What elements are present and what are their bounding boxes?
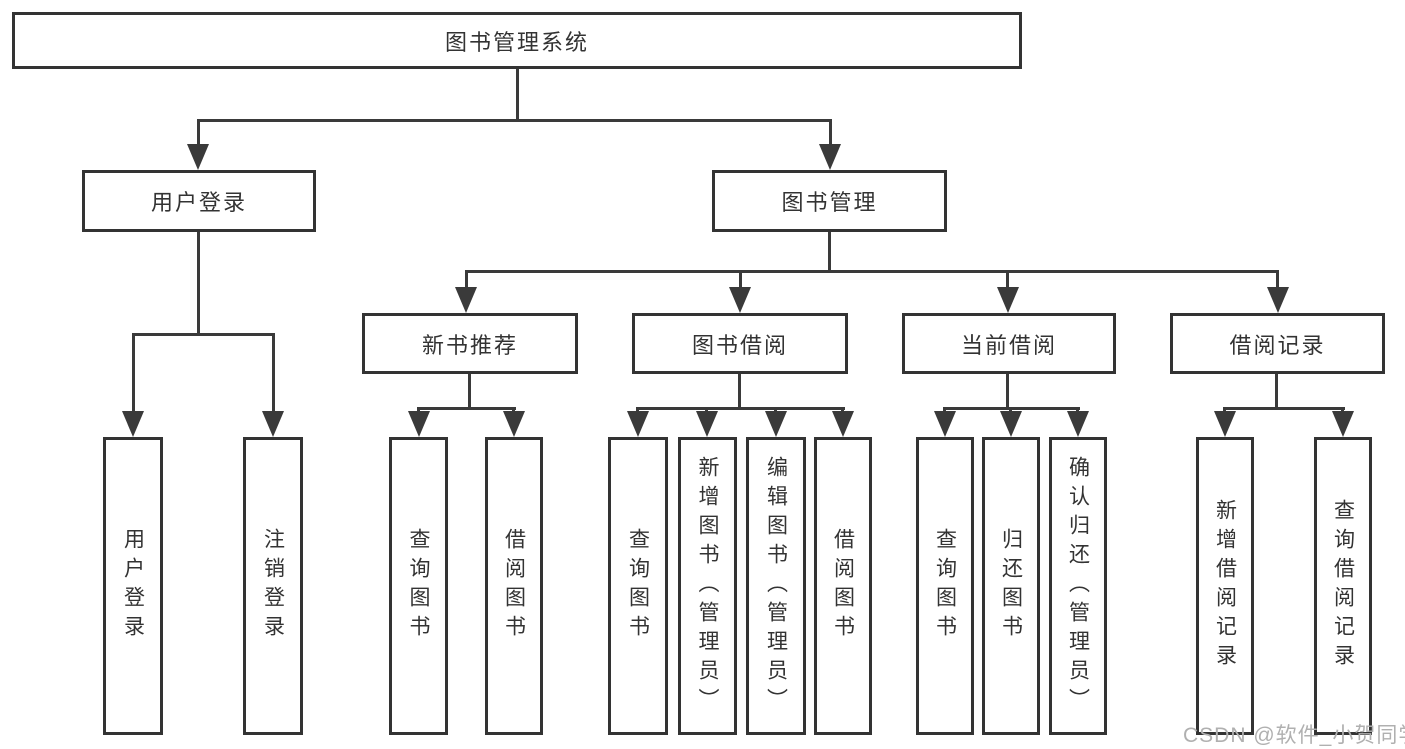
leaf-query-books-current-label: 查询图书 bbox=[933, 528, 957, 644]
leaf-query-books-borrow-label: 查询图书 bbox=[626, 528, 650, 644]
arrow-down-icon bbox=[1067, 411, 1089, 437]
arrow-down-icon bbox=[262, 411, 284, 437]
leaf-query-books-recommend-label: 查询图书 bbox=[407, 528, 430, 644]
arrow-down-icon bbox=[1267, 287, 1289, 313]
node-user-login-label: 用户登录 bbox=[150, 190, 247, 215]
leaf-confirm-return-admin-label: 确认归还（管理员） bbox=[1066, 455, 1090, 717]
connector-drop-leaf-logout bbox=[272, 333, 275, 416]
leaf-logout: 注销登录 bbox=[243, 437, 303, 735]
arrow-down-icon bbox=[122, 411, 144, 437]
leaf-query-books-recommend: 查询图书 bbox=[389, 437, 448, 735]
leaf-query-borrow-record-label: 查询借阅记录 bbox=[1331, 499, 1355, 673]
arrow-down-icon bbox=[1332, 411, 1354, 437]
leaf-user-login-label: 用户登录 bbox=[121, 528, 145, 644]
connector-drop-leaf-user-login bbox=[132, 333, 135, 416]
leaf-confirm-return-admin: 确认归还（管理员） bbox=[1049, 437, 1107, 735]
connector-current-borrow-stem bbox=[1006, 374, 1009, 410]
leaf-borrow-books-recommend-label: 借阅图书 bbox=[502, 528, 526, 644]
arrow-down-icon bbox=[832, 411, 854, 437]
arrow-down-icon bbox=[819, 144, 841, 170]
connector-book-mgmt-stem bbox=[828, 232, 831, 272]
node-library-system-label: 图书管理系统 bbox=[444, 29, 589, 55]
node-borrowing-records: 借阅记录 bbox=[1170, 313, 1385, 374]
leaf-add-books-admin-label: 新增图书（管理员） bbox=[696, 455, 719, 717]
connector-drop-current-borrow bbox=[1006, 270, 1009, 292]
leaf-query-borrow-record: 查询借阅记录 bbox=[1314, 437, 1372, 735]
connector-book-mgmt-rail bbox=[465, 270, 1279, 273]
connector-drop-borrow-record bbox=[1276, 270, 1279, 292]
node-library-system: 图书管理系统 bbox=[12, 12, 1022, 69]
node-book-management: 图书管理 bbox=[712, 170, 947, 232]
arrow-down-icon bbox=[455, 287, 477, 313]
connector-new-book-stem bbox=[468, 374, 471, 410]
connector-book-borrow-stem bbox=[738, 374, 741, 410]
leaf-borrow-books-label: 借阅图书 bbox=[831, 528, 855, 644]
leaf-query-books-borrow: 查询图书 bbox=[608, 437, 668, 735]
connector-drop-user-login bbox=[197, 119, 200, 150]
leaf-add-borrow-record-label: 新增借阅记录 bbox=[1213, 499, 1237, 673]
leaf-add-books-admin: 新增图书（管理员） bbox=[678, 437, 737, 735]
arrow-down-icon bbox=[1000, 411, 1022, 437]
arrow-down-icon bbox=[187, 144, 209, 170]
arrow-down-icon bbox=[408, 411, 430, 437]
leaf-borrow-books-recommend: 借阅图书 bbox=[485, 437, 543, 735]
leaf-user-login: 用户登录 bbox=[103, 437, 163, 735]
connector-drop-new-book bbox=[465, 270, 468, 292]
node-borrowing-records-label: 借阅记录 bbox=[1229, 332, 1326, 358]
arrow-down-icon bbox=[997, 287, 1019, 313]
node-current-borrowing-label: 当前借阅 bbox=[960, 332, 1057, 358]
node-book-borrowing-label: 图书借阅 bbox=[691, 332, 788, 358]
arrow-down-icon bbox=[696, 411, 718, 437]
leaf-add-borrow-record: 新增借阅记录 bbox=[1196, 437, 1254, 735]
connector-drop-book-mgmt bbox=[829, 119, 832, 150]
connector-borrow-record-stem bbox=[1275, 374, 1278, 410]
leaf-return-books-label: 归还图书 bbox=[999, 528, 1023, 644]
node-user-login: 用户登录 bbox=[82, 170, 316, 232]
arrow-down-icon bbox=[1214, 411, 1236, 437]
arrow-down-icon bbox=[765, 411, 787, 437]
leaf-logout-label: 注销登录 bbox=[261, 528, 285, 644]
node-book-borrowing: 图书借阅 bbox=[632, 313, 848, 374]
connector-book-borrow-rail bbox=[636, 407, 845, 410]
node-new-book-recommendation: 新书推荐 bbox=[362, 313, 578, 374]
leaf-edit-books-admin-label: 编辑图书（管理员） bbox=[764, 455, 788, 717]
arrow-down-icon bbox=[627, 411, 649, 437]
arrow-down-icon bbox=[729, 287, 751, 313]
leaf-query-books-current: 查询图书 bbox=[916, 437, 974, 735]
connector-root-stem bbox=[516, 69, 519, 122]
connector-drop-book-borrow bbox=[739, 270, 742, 292]
connector-root-rail bbox=[197, 119, 832, 122]
leaf-borrow-books: 借阅图书 bbox=[814, 437, 872, 735]
connector-borrow-record-rail bbox=[1223, 407, 1345, 410]
arrow-down-icon bbox=[503, 411, 525, 437]
leaf-edit-books-admin: 编辑图书（管理员） bbox=[746, 437, 806, 735]
csdn-watermark: CSDN @软件_小贺同学 bbox=[1183, 724, 1405, 747]
leaf-return-books: 归还图书 bbox=[982, 437, 1040, 735]
connector-user-login-rail bbox=[132, 333, 275, 336]
node-book-management-label: 图书管理 bbox=[781, 190, 878, 215]
arrow-down-icon bbox=[934, 411, 956, 437]
connector-user-login-stem bbox=[197, 232, 200, 336]
connector-new-book-rail bbox=[417, 407, 516, 410]
node-new-book-recommendation-label: 新书推荐 bbox=[421, 332, 518, 358]
node-current-borrowing: 当前借阅 bbox=[902, 313, 1116, 374]
